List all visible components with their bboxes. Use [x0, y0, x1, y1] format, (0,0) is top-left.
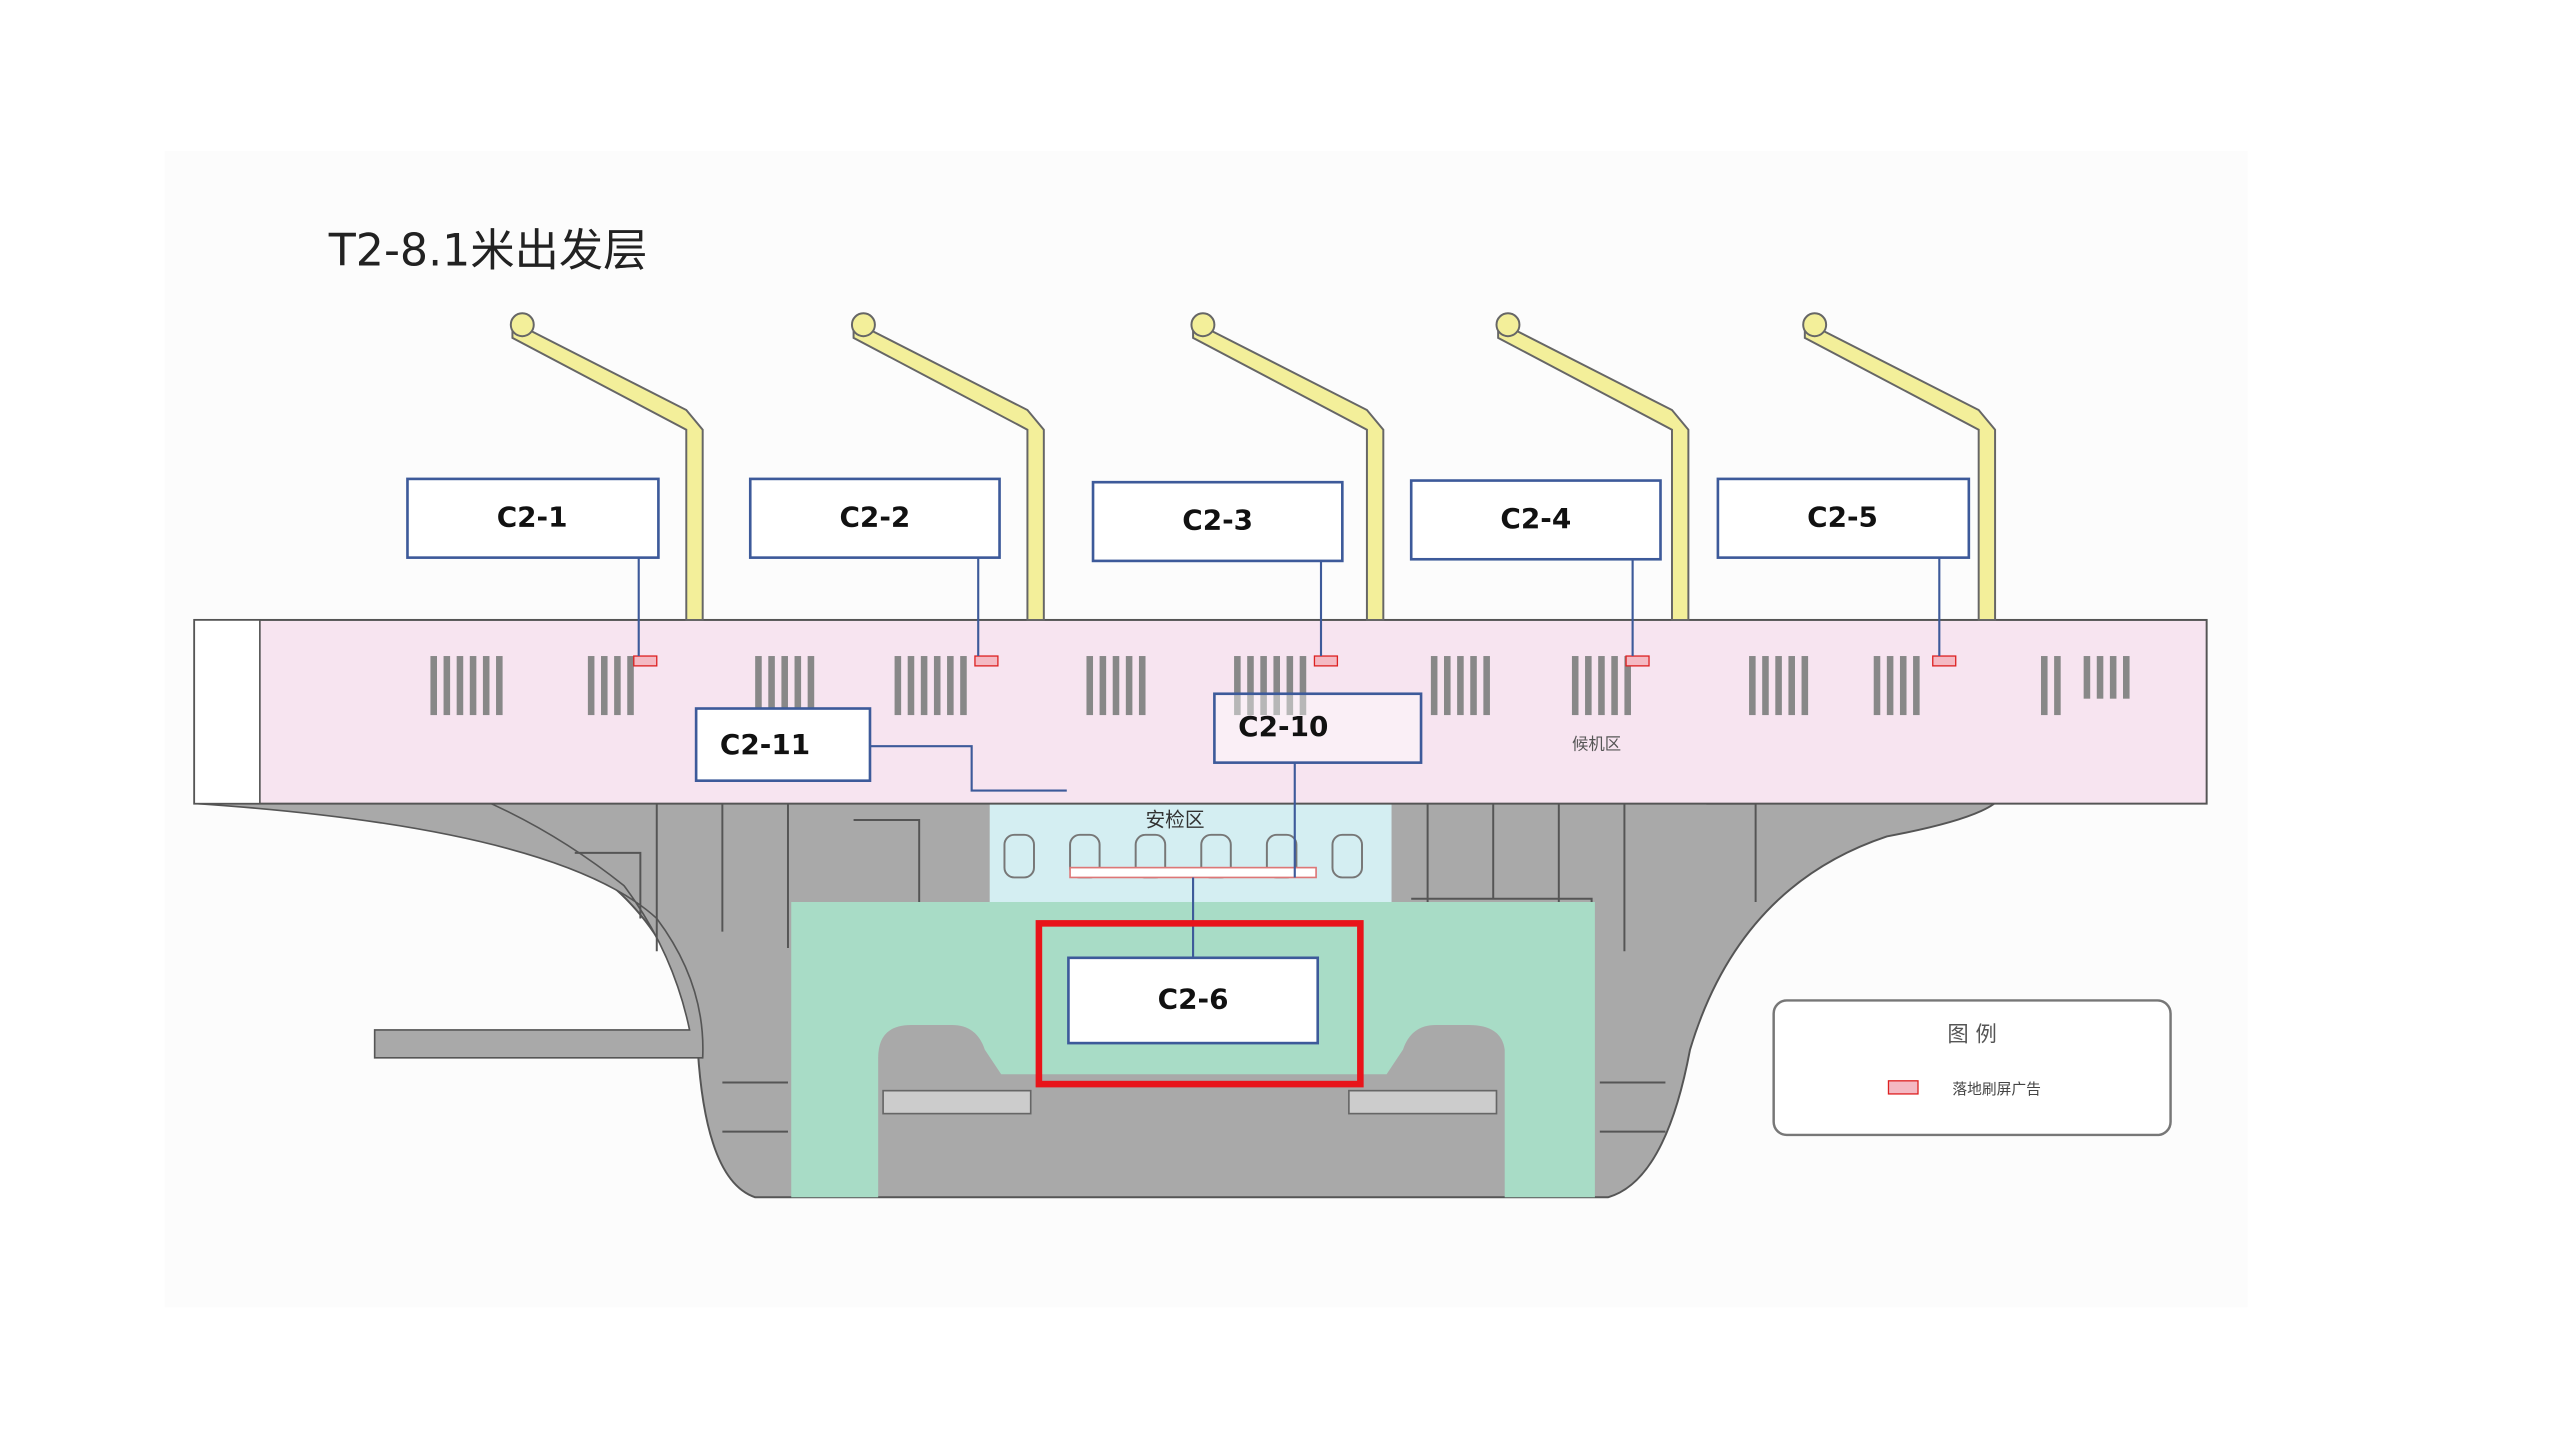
- spot-label: C2-1: [497, 500, 568, 533]
- ad-spot-C2-3[interactable]: C2-3: [1091, 480, 1344, 563]
- ad-spot-C2-11[interactable]: C2-11: [694, 707, 872, 782]
- arrival-green-area: [791, 902, 1595, 1198]
- security-ad-strip: [1069, 866, 1317, 879]
- legend-title: 图 例: [1947, 1022, 1996, 1047]
- map-title: T2-8.1米出发层: [328, 226, 648, 277]
- hall-core: [193, 619, 261, 805]
- spot-label: C2-3: [1182, 504, 1253, 537]
- zone-security: 安检区: [1146, 809, 1205, 832]
- service-walls: [574, 783, 1757, 1133]
- spot-label: C2-5: [1807, 500, 1878, 533]
- spot-label: C2-2: [839, 500, 910, 533]
- spot-label: C2-6: [1158, 982, 1229, 1015]
- ad-spot-C2-6[interactable]: C2-6: [1067, 956, 1320, 1045]
- floor-screen-ad-icon: [1887, 1080, 1919, 1095]
- legend: 图 例 落地刷屏广告: [1772, 999, 2172, 1137]
- ad-spot-C2-10[interactable]: C2-10: [1213, 692, 1423, 764]
- ad-spot-C2-4[interactable]: C2-4: [1409, 479, 1662, 561]
- highlight-frame: [1035, 920, 1364, 1088]
- ad-spot-C2-5[interactable]: C2-5: [1716, 477, 1971, 559]
- zone-waiting: 候机区: [1572, 735, 1621, 754]
- escalators: [882, 1089, 1498, 1115]
- ad-spot-C2-1[interactable]: C2-1: [406, 477, 660, 559]
- leader-lines: [637, 557, 1941, 958]
- ad-spot-C2-2[interactable]: C2-2: [748, 477, 1001, 559]
- jet-bridges: [509, 312, 1997, 621]
- spot-label: C2-11: [720, 728, 810, 761]
- floor-screen-ad-markers: [633, 655, 1957, 667]
- seating-rows: [430, 656, 2130, 716]
- legend-item-label: 落地刷屏广告: [1952, 1081, 2041, 1098]
- spot-label: C2-10: [1238, 710, 1328, 743]
- spot-label: C2-4: [1500, 502, 1571, 535]
- departure-hall: [193, 618, 2208, 805]
